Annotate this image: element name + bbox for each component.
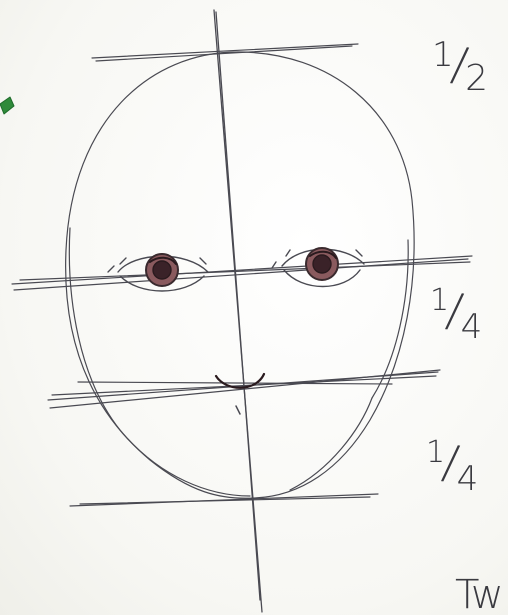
quarter-proportion-label-upper: 1/4	[430, 286, 482, 344]
corner-handwritten-text: Tw	[455, 572, 502, 615]
half-denominator: 2	[465, 61, 488, 97]
quarter-upper-denominator: 4	[461, 310, 483, 344]
quarter-proportion-label-lower: 1/4	[426, 438, 478, 496]
eye-level-guideline	[12, 256, 472, 290]
green-marker-mark	[0, 97, 14, 114]
vertical-center-line	[214, 10, 262, 612]
nose-mark	[236, 406, 240, 414]
mouth-level-guideline	[48, 370, 440, 408]
chin-guideline	[70, 494, 378, 506]
quarter-lower-denominator: 4	[457, 462, 479, 496]
half-proportion-label: 1/2	[432, 38, 488, 97]
